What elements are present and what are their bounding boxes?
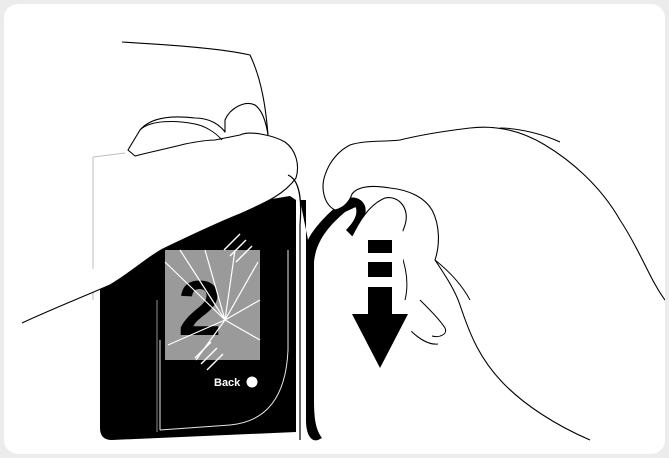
back-label: Back (214, 377, 241, 389)
illustration-frame: 2 Back (4, 4, 665, 454)
step-panel: 2 (165, 234, 260, 370)
step-number: 2 (178, 264, 221, 352)
pull-tab (288, 175, 366, 440)
back-dot (247, 377, 258, 388)
film-pull-illustration: 2 Back (4, 4, 665, 454)
down-arrow-icon (342, 232, 418, 385)
